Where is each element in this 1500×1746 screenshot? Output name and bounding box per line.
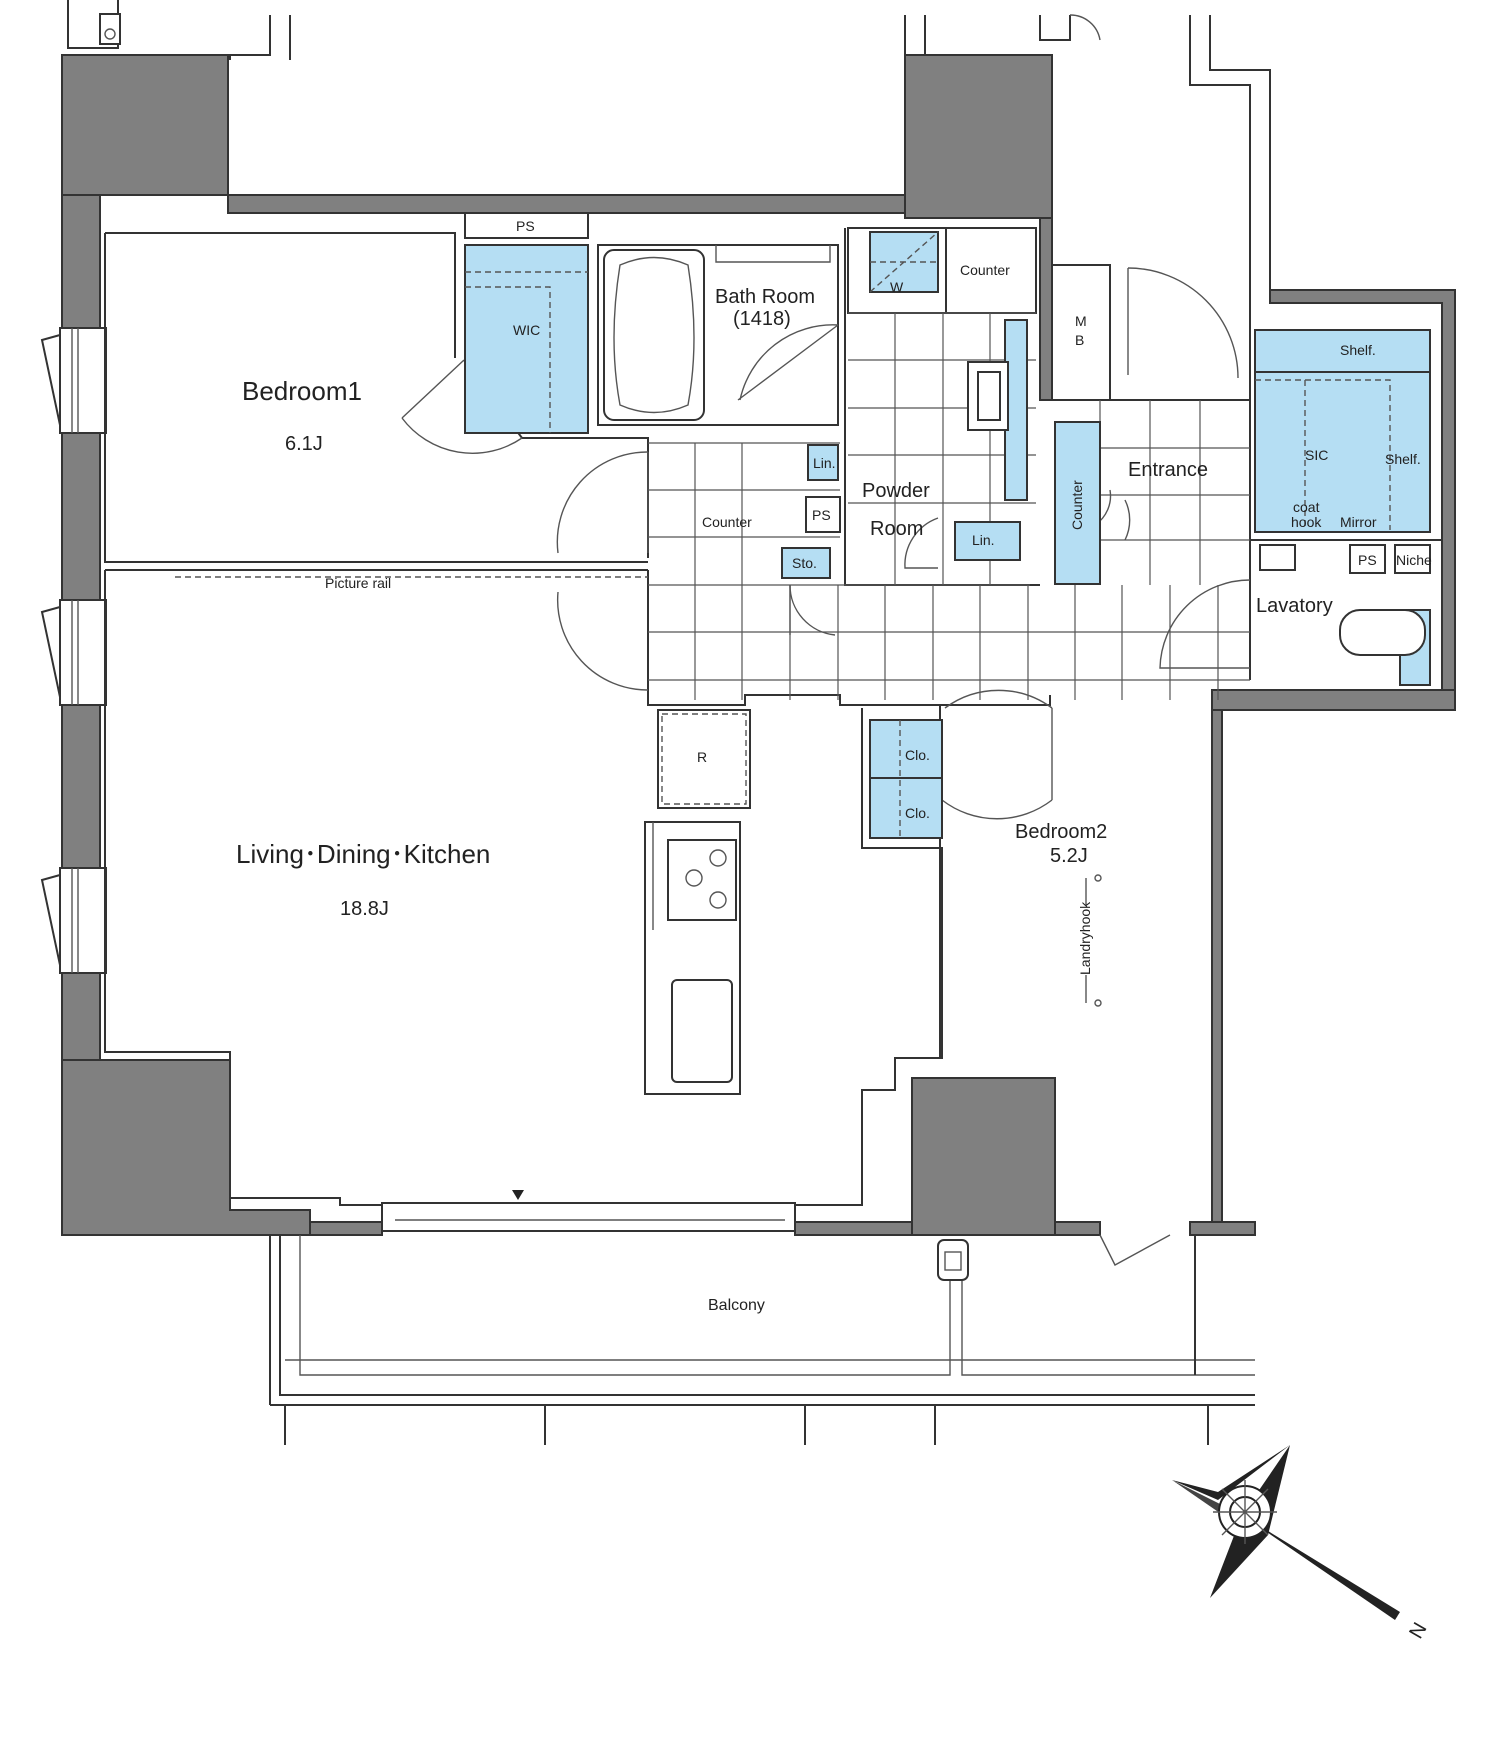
compass-rose bbox=[1172, 1445, 1400, 1620]
clo-label-1: Clo. bbox=[905, 747, 930, 763]
bedroom1-size: 6.1J bbox=[285, 433, 323, 455]
shelf-side-label: Shelf. bbox=[1385, 451, 1421, 467]
laundry-hook-label: Landryhook bbox=[1077, 901, 1093, 975]
ldk-size: 18.8J bbox=[340, 898, 389, 920]
balcony-railing bbox=[269, 1235, 1255, 1445]
sto-label: Sto. bbox=[792, 555, 817, 571]
sic-label: SIC bbox=[1305, 447, 1328, 463]
tiled-floor bbox=[648, 312, 1250, 700]
lin-label-2: Lin. bbox=[972, 532, 995, 548]
r-label: R bbox=[697, 749, 707, 765]
hook-label: hook bbox=[1291, 514, 1322, 530]
entrance-name: Entrance bbox=[1128, 459, 1208, 481]
bath-size: (1418) bbox=[733, 308, 791, 330]
shelf-top-label: Shelf. bbox=[1340, 342, 1376, 358]
fixtures bbox=[175, 245, 1431, 1232]
door-swings bbox=[401, 267, 1251, 1266]
niche-label: Niche bbox=[1396, 552, 1432, 568]
north-label: N bbox=[1405, 1619, 1431, 1643]
mirror-label: Mirror bbox=[1340, 514, 1377, 530]
counter-entrance-label: Counter bbox=[1069, 480, 1085, 530]
ps-top-label: PS bbox=[516, 218, 535, 234]
mb-m-label: M bbox=[1075, 313, 1087, 329]
powder-line2: Room bbox=[870, 518, 923, 540]
mb-b-label: B bbox=[1075, 332, 1084, 348]
left-windows bbox=[40, 327, 107, 974]
ldk-name: Living･Dining･Kitchen bbox=[236, 839, 490, 869]
bedroom2-size: 5.2J bbox=[1050, 845, 1088, 867]
bedroom2-name: Bedroom2 bbox=[1015, 821, 1107, 843]
coat-label: coat bbox=[1293, 499, 1320, 515]
storage-areas bbox=[464, 231, 1431, 839]
ps-lavatory-label: PS bbox=[1358, 552, 1377, 568]
bath-name: Bath Room bbox=[715, 286, 815, 308]
counter-powder-label: Counter bbox=[702, 514, 752, 530]
w-label: W bbox=[890, 279, 904, 295]
corridor-outline bbox=[67, 0, 1271, 400]
ps-powder-label: PS bbox=[812, 507, 831, 523]
powder-line1: Powder bbox=[862, 480, 930, 502]
lavatory-name: Lavatory bbox=[1256, 595, 1333, 617]
lin-label-1: Lin. bbox=[813, 455, 836, 471]
wic-label: WIC bbox=[513, 322, 540, 338]
labels: Bedroom1 6.1J Living･Dining･Kitchen 18.8… bbox=[236, 218, 1432, 1643]
clo-label-2: Clo. bbox=[905, 805, 930, 821]
picture-rail-label: Picture rail bbox=[325, 575, 391, 591]
balcony-name: Balcony bbox=[708, 1297, 765, 1314]
counter-toilet-label: Counter bbox=[960, 262, 1010, 278]
bedroom1-name: Bedroom1 bbox=[242, 376, 362, 406]
